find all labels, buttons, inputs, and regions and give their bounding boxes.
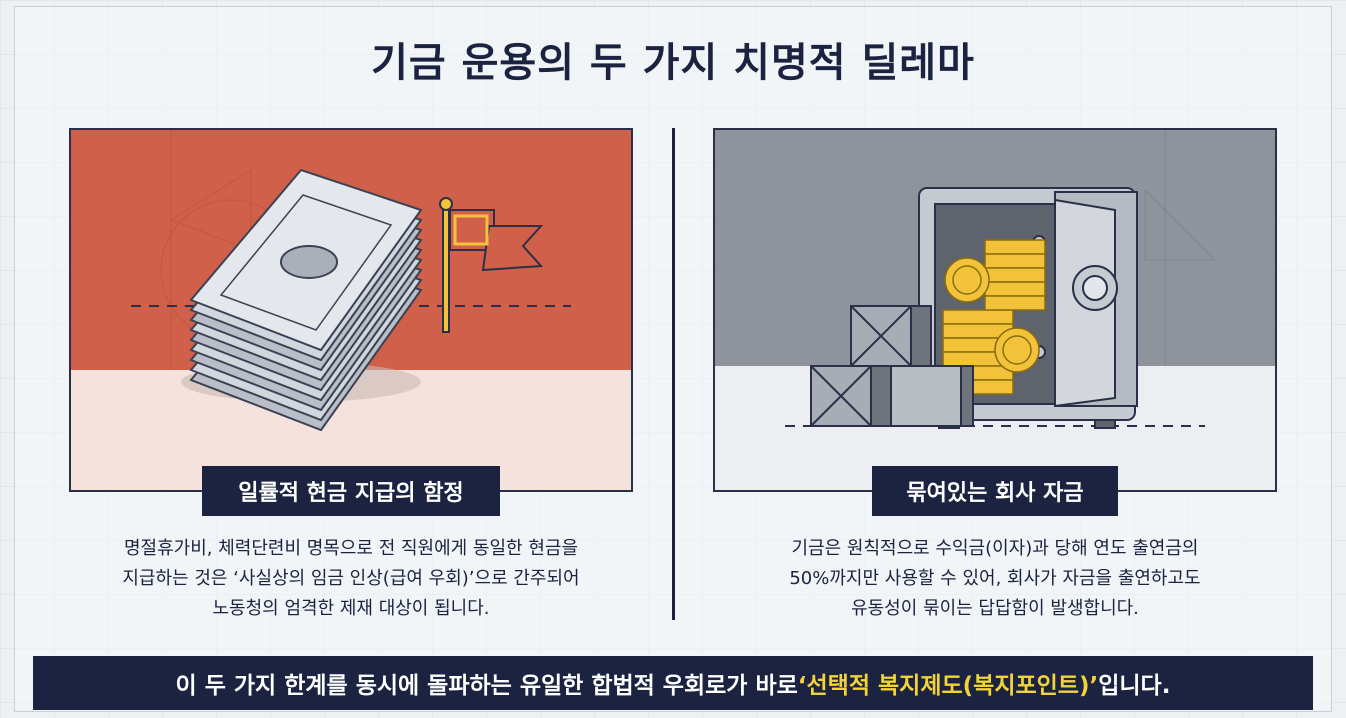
left-desc-line: 노동청의 엄격한 제재 대상이 됩니다.: [212, 598, 490, 619]
left-desc-line: 명절휴가비, 체력단련비 명목으로 전 직원에게 동일한 현금을: [123, 538, 579, 559]
right-desc-line: 유동성이 묶이는 답답함이 발생합니다.: [851, 598, 1139, 619]
right-desc-line: 50%까지만 사용할 수 있어, 회사가 자금을 출연하고도: [789, 568, 1201, 589]
page-title: 기금 운용의 두 가지 치명적 딜레마: [371, 40, 975, 86]
right-caption: 묶여있는 회사 자금: [872, 466, 1118, 516]
right-illustration-panel: [713, 128, 1277, 492]
left-description: 명절휴가비, 체력단련비 명목으로 전 직원에게 동일한 현금을 지급하는 것은…: [69, 534, 633, 624]
footer-prefix: 이 두 가지 한계를 동시에 돌파하는 유일한 합법적 우회로가 바로: [175, 673, 798, 699]
footer-suffix: 입니다.: [1098, 673, 1171, 699]
left-illustration-panel: [69, 128, 633, 492]
left-desc-line: 지급하는 것은 ‘사실상의 임금 인상(급여 우회)’으로 간주되어: [122, 568, 580, 589]
red-flag-icon: [439, 197, 544, 333]
right-description: 기금은 원칙적으로 수익금(이자)과 당해 연도 출연금의 50%까지만 사용할…: [713, 534, 1277, 624]
right-desc-line: 기금은 원칙적으로 수익금(이자)과 당해 연도 출연금의: [791, 538, 1199, 559]
cash-stack-icon: [181, 168, 423, 432]
boxes-icon: [810, 305, 974, 427]
footer-highlight: ‘선택적 복지제도(복지포인트)’: [797, 673, 1099, 699]
center-divider: [672, 128, 675, 620]
left-caption: 일률적 현금 지급의 함정: [202, 466, 500, 516]
conclusion-banner: 이 두 가지 한계를 동시에 돌파하는 유일한 합법적 우회로가 바로 ‘선택적…: [33, 656, 1313, 710]
